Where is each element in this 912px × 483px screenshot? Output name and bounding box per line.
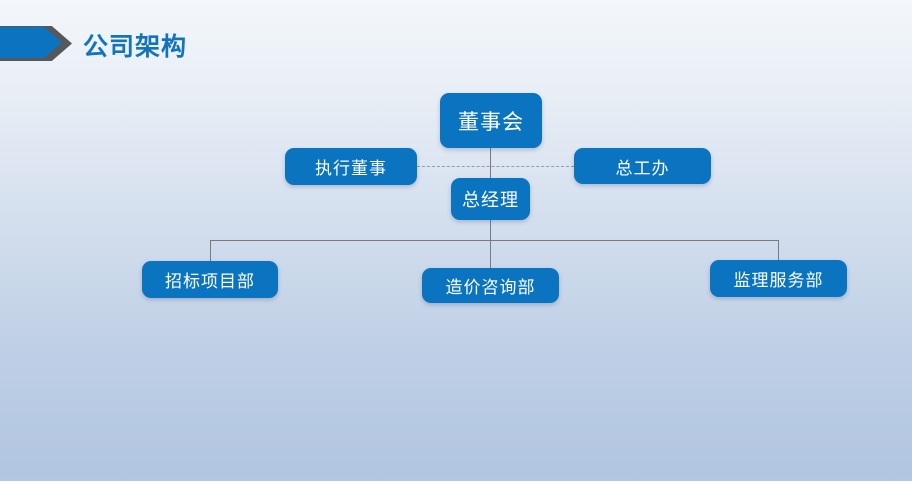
- connector-board-to-manager: [490, 148, 491, 178]
- slide-title: 公司架构: [83, 33, 188, 61]
- org-node-supervision-service-dept[interactable]: 监理服务部: [710, 260, 847, 297]
- org-node-cost-consulting-dept[interactable]: 造价咨询部: [422, 268, 559, 303]
- org-node-general-manager[interactable]: 总经理: [451, 178, 530, 220]
- connector-manager-to-bus: [490, 220, 491, 240]
- org-node-executive-director[interactable]: 执行董事: [285, 148, 417, 185]
- connector-drop-cost-dept: [490, 240, 491, 268]
- connector-drop-bidding-dept: [210, 240, 211, 261]
- connector-drop-supervision-dept: [778, 240, 779, 260]
- org-node-bidding-project-dept[interactable]: 招标项目部: [142, 261, 278, 298]
- slide-bottom-edge: [0, 481, 912, 483]
- org-node-chief-engineer-office[interactable]: 总工办: [574, 148, 711, 184]
- connector-dashed-advisors: [417, 166, 574, 167]
- org-node-board-of-directors[interactable]: 董事会: [440, 93, 542, 148]
- connector-horizontal-bus: [210, 240, 778, 241]
